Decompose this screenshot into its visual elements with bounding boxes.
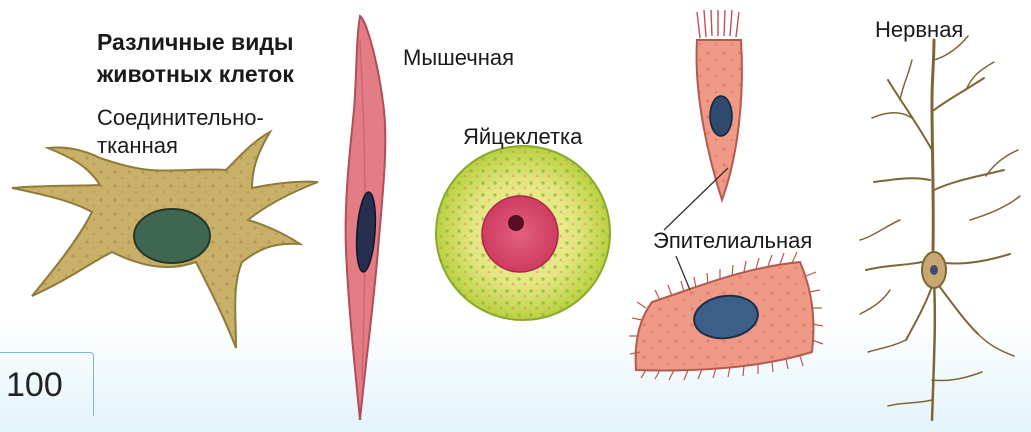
egg-nucleolus: [508, 215, 524, 231]
epithelial-squamous-cell: [629, 252, 823, 380]
muscle-cell: [346, 16, 386, 420]
connective-nucleus: [134, 209, 210, 263]
connective-tissue-cell: [12, 132, 318, 348]
nerve-cell: [860, 36, 1020, 420]
epithelial-columnar-cell: [697, 10, 742, 200]
label-nerve: Нервная: [875, 16, 963, 44]
egg-cell: [436, 146, 610, 320]
epithelial-columnar-nucleus: [710, 96, 732, 136]
label-epithelial: Эпителиальная: [653, 227, 812, 255]
label-egg: Яйцеклетка: [463, 123, 582, 151]
page-number: 100: [0, 352, 94, 416]
label-connective-line2: тканная: [97, 132, 264, 160]
label-connective: Соединительно- тканная: [97, 104, 264, 160]
nerve-nucleus: [930, 265, 938, 275]
label-muscle: Мышечная: [403, 44, 514, 72]
label-connective-line1: Соединительно-: [97, 104, 264, 132]
